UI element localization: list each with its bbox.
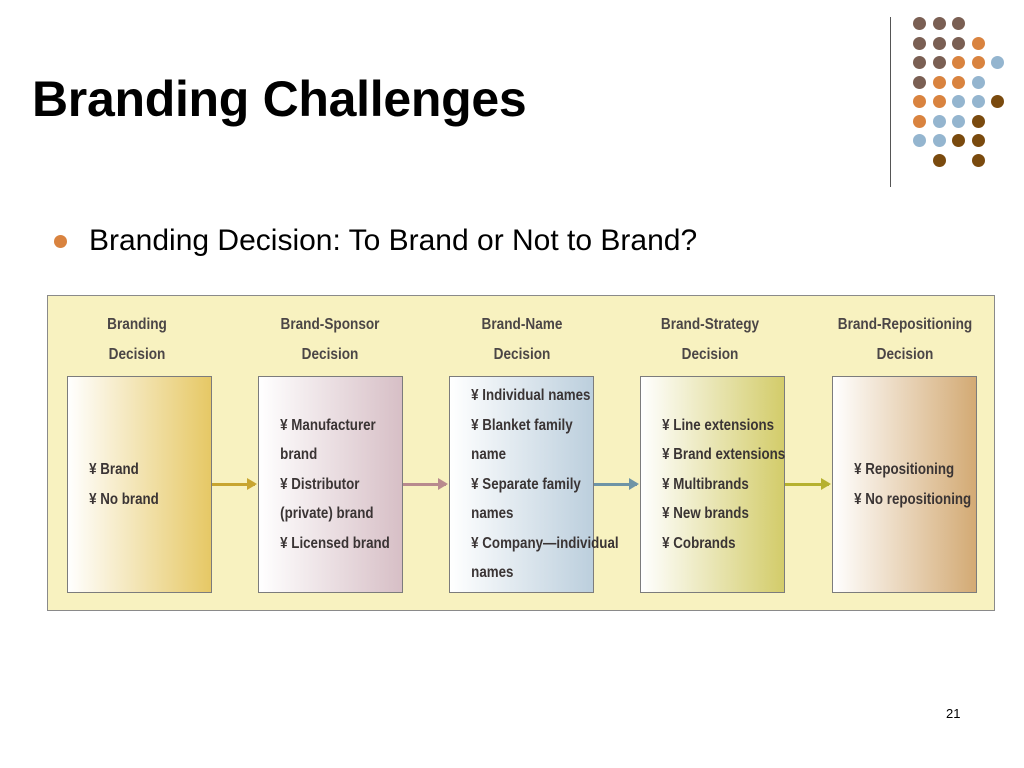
option-text: brand bbox=[280, 446, 318, 464]
decorative-dot bbox=[932, 153, 946, 167]
slide-title: Branding Challenges bbox=[32, 71, 527, 127]
option-item: ¥ Line extensions bbox=[651, 411, 785, 441]
decorative-dot bbox=[913, 17, 926, 30]
option-item: ¥ Licensed brand bbox=[269, 529, 390, 559]
decorative-dot bbox=[932, 36, 946, 50]
decorative-dot bbox=[913, 56, 926, 69]
option-text: ¥ Repositioning bbox=[854, 461, 955, 478]
decorative-dot bbox=[913, 114, 926, 128]
flow-arrow-icon bbox=[785, 478, 831, 490]
flow-arrow-icon bbox=[403, 478, 448, 490]
decorative-dot bbox=[932, 56, 946, 69]
decorative-dot bbox=[971, 95, 985, 108]
stage-header-line: Branding bbox=[107, 316, 167, 333]
stage-options-box: ¥ Repositioning ¥ No repositioning bbox=[832, 376, 977, 593]
stage-header-line: Decision bbox=[301, 346, 359, 363]
stage-header-line: Brand-Repositioning bbox=[837, 316, 973, 333]
decorative-dot bbox=[991, 95, 1004, 108]
decorative-dot bbox=[971, 56, 985, 69]
bullet-text: Branding Decision: To Brand or Not to Br… bbox=[89, 224, 698, 257]
decorative-dot bbox=[952, 114, 965, 128]
stage-options-box: ¥ Brand ¥ No brand bbox=[67, 376, 212, 593]
option-text: ¥ Distributor bbox=[280, 475, 360, 493]
option-text: (private) brand bbox=[280, 505, 374, 523]
option-text: ¥ Cobrands bbox=[662, 534, 736, 552]
option-text: ¥ Multibrands bbox=[662, 475, 749, 493]
decorative-dot bbox=[952, 95, 965, 108]
option-item: ¥ Blanket family name bbox=[460, 411, 619, 470]
option-item: ¥ Cobrands bbox=[651, 529, 785, 559]
option-text: names bbox=[471, 505, 514, 523]
option-text: ¥ Brand bbox=[89, 461, 139, 478]
stage-header-line: Decision bbox=[493, 346, 551, 363]
flow-arrow-icon bbox=[212, 478, 257, 490]
decorative-dot bbox=[932, 114, 946, 128]
option-item: ¥ Distributor (private) brand bbox=[269, 470, 390, 529]
decorative-dot bbox=[932, 134, 946, 147]
decorative-dot bbox=[952, 56, 965, 69]
decorative-dot bbox=[932, 17, 946, 30]
option-item: ¥ No brand bbox=[78, 485, 159, 515]
decorative-dot bbox=[913, 36, 926, 50]
stage-options-box: ¥ Line extensions ¥ Brand extensions ¥ Mul… bbox=[640, 376, 785, 593]
decorative-dot bbox=[913, 95, 926, 108]
stage-header-line: Decision bbox=[876, 346, 934, 363]
option-text: ¥ Individual names bbox=[471, 387, 591, 405]
option-item: ¥ Manufacturer brand bbox=[269, 411, 390, 470]
decorative-dot bbox=[932, 75, 946, 89]
decorative-dot bbox=[952, 75, 965, 89]
stage-header-line: Decision bbox=[681, 346, 739, 363]
option-text: ¥ No repositioning bbox=[854, 490, 972, 508]
option-text: ¥ Brand extensions bbox=[662, 446, 786, 464]
decorative-dot bbox=[952, 36, 965, 50]
option-item: ¥ No repositioning bbox=[843, 485, 971, 515]
option-text: name bbox=[471, 446, 507, 464]
option-text: ¥ Manufacturer bbox=[280, 416, 376, 434]
option-text: ¥ New brands bbox=[662, 505, 749, 523]
decorative-dot bbox=[971, 134, 985, 147]
option-item: ¥ Repositioning bbox=[843, 455, 971, 485]
decorative-dot bbox=[952, 134, 965, 147]
decorative-dot bbox=[991, 56, 1004, 69]
decorative-dot bbox=[971, 36, 985, 50]
decorative-dot bbox=[952, 17, 965, 30]
option-text: names bbox=[471, 564, 514, 582]
decorative-dot bbox=[971, 114, 985, 128]
stage-header-line: Decision bbox=[108, 346, 166, 363]
decorative-dot bbox=[913, 134, 926, 147]
option-text: ¥ Company—individual bbox=[471, 534, 619, 552]
decorative-dot bbox=[971, 75, 985, 89]
decorative-divider-line bbox=[890, 17, 891, 187]
option-item: ¥ New brands bbox=[651, 499, 785, 529]
stage-header-line: Brand-Strategy bbox=[660, 316, 760, 333]
option-text: ¥ Line extensions bbox=[662, 416, 775, 434]
option-item: ¥ Brand extensions bbox=[651, 440, 785, 470]
bullet-dot-icon bbox=[54, 234, 67, 248]
stage-header-line: Brand-Name bbox=[481, 316, 563, 333]
option-item: ¥ Separate family names bbox=[460, 470, 619, 529]
option-item: ¥ Multibrands bbox=[651, 470, 785, 500]
stage-header-line: Brand-Sponsor bbox=[280, 316, 380, 333]
option-text: ¥ Separate family bbox=[471, 475, 581, 493]
decorative-dot bbox=[932, 95, 946, 108]
stage-options-box: ¥ Manufacturer brand ¥ Distributor (private… bbox=[258, 376, 403, 593]
option-item: ¥ Company—individual names bbox=[460, 529, 619, 588]
option-text: ¥ Blanket family bbox=[471, 416, 573, 434]
option-text: ¥ No brand bbox=[89, 490, 159, 508]
flow-arrow-icon bbox=[594, 478, 639, 490]
option-item: ¥ Brand bbox=[78, 455, 159, 485]
decorative-dot bbox=[913, 75, 926, 89]
option-text: ¥ Licensed brand bbox=[280, 534, 390, 552]
option-item: ¥ Individual names bbox=[460, 381, 619, 411]
page-number: 21 bbox=[946, 706, 961, 721]
decorative-dot bbox=[971, 153, 985, 167]
bullet-item: Branding Decision: To Brand or Not to Br… bbox=[54, 224, 697, 258]
